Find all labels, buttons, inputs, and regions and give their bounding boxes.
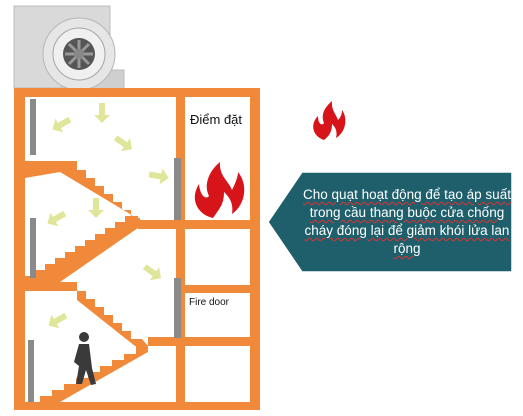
doors: [28, 99, 181, 402]
airflow-arrows: [47, 103, 169, 329]
person-icon: [74, 332, 96, 385]
callout-text-content: Cho quạt hoạt động để tạo áp suất trong …: [303, 187, 511, 256]
airflow-arrow-icon: [113, 135, 133, 152]
fire-door-label: Fire door: [189, 297, 230, 308]
fire-icon: [194, 162, 245, 218]
airflow-arrow-icon: [148, 168, 169, 185]
door-left-floor-3: [28, 340, 34, 402]
airflow-arrow-icon: [48, 312, 68, 329]
fire-icon: [313, 101, 346, 140]
callout-text: Cho quạt hoạt động để tạo áp suất trong …: [302, 186, 512, 258]
stair-flights: [25, 162, 148, 402]
fire-door-2: [174, 278, 181, 338]
fire-door-1: [174, 158, 181, 220]
airflow-arrow-icon: [47, 210, 67, 227]
airflow-arrow-icon: [52, 116, 72, 133]
door-left-floor-2: [30, 218, 36, 278]
fan-icon: [13, 5, 125, 93]
ignition-point-label: Điểm đặt: [190, 112, 243, 127]
door-left-floor-1: [30, 99, 36, 155]
airflow-arrow-icon: [88, 198, 104, 218]
building-walls: [14, 88, 260, 410]
airflow-arrow-icon: [142, 264, 162, 281]
callout-shape: [267, 171, 513, 273]
airflow-arrow-icon: [94, 103, 110, 123]
